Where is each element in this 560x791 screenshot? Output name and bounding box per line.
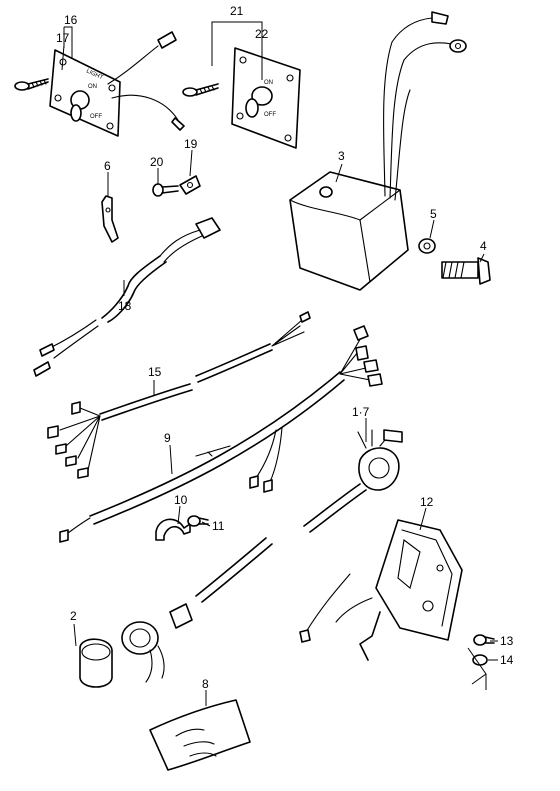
callout-labels: 16 17 21 22 3 5 4 6 20 19 18 15 9 10 11 … xyxy=(56,4,514,691)
callout-14: 14 xyxy=(500,653,514,667)
switch-bracket xyxy=(299,519,463,661)
callout-12: 12 xyxy=(420,495,434,509)
callout-9: 9 xyxy=(164,431,171,445)
bracket-screw xyxy=(473,634,495,646)
callout-18: 18 xyxy=(118,299,132,313)
bolt xyxy=(441,257,491,285)
washer xyxy=(418,238,436,254)
screw-left-panel xyxy=(14,78,49,91)
screw-main-panel xyxy=(182,83,219,97)
parts-bag xyxy=(149,699,251,771)
callout-19: 19 xyxy=(184,137,198,151)
callout-21: 21 xyxy=(230,4,244,18)
main-plate-on: ON xyxy=(264,80,273,86)
callout-1-7: 1·7 xyxy=(352,405,370,419)
callout-3: 3 xyxy=(338,149,345,163)
harness-1-7 xyxy=(195,429,403,603)
callout-2: 2 xyxy=(70,609,77,623)
callout-20: 20 xyxy=(150,155,164,169)
callout-8: 8 xyxy=(202,677,209,691)
callout-16: 16 xyxy=(64,13,78,27)
callout-10: 10 xyxy=(174,493,188,507)
callout-11: 11 xyxy=(212,519,225,533)
light-plate-off: OFF xyxy=(90,114,102,120)
callout-6: 6 xyxy=(104,159,111,173)
harness-9 xyxy=(59,325,383,543)
control-box xyxy=(289,11,467,291)
clamp xyxy=(155,518,191,541)
clamp-screw xyxy=(187,515,209,527)
small-bracket xyxy=(179,175,201,195)
callout-17: 17 xyxy=(56,31,70,45)
wire-clip xyxy=(101,195,119,243)
callout-4: 4 xyxy=(480,239,487,253)
bracket-washer xyxy=(472,654,488,666)
callout-13: 13 xyxy=(500,634,514,648)
callout-5: 5 xyxy=(430,207,437,221)
callout-15: 15 xyxy=(148,365,162,379)
screw-bracket xyxy=(152,183,179,197)
plug-socket xyxy=(79,603,193,688)
main-plate-off: OFF xyxy=(264,112,276,118)
main-switch-panel: ON OFF xyxy=(231,47,301,149)
harness-18 xyxy=(33,217,221,377)
harness-15 xyxy=(47,311,311,479)
light-switch-panel: LIGHT ON OFF xyxy=(49,31,185,137)
light-plate-on: ON xyxy=(88,84,97,90)
callout-22: 22 xyxy=(255,27,269,41)
leader-lines xyxy=(61,21,498,706)
